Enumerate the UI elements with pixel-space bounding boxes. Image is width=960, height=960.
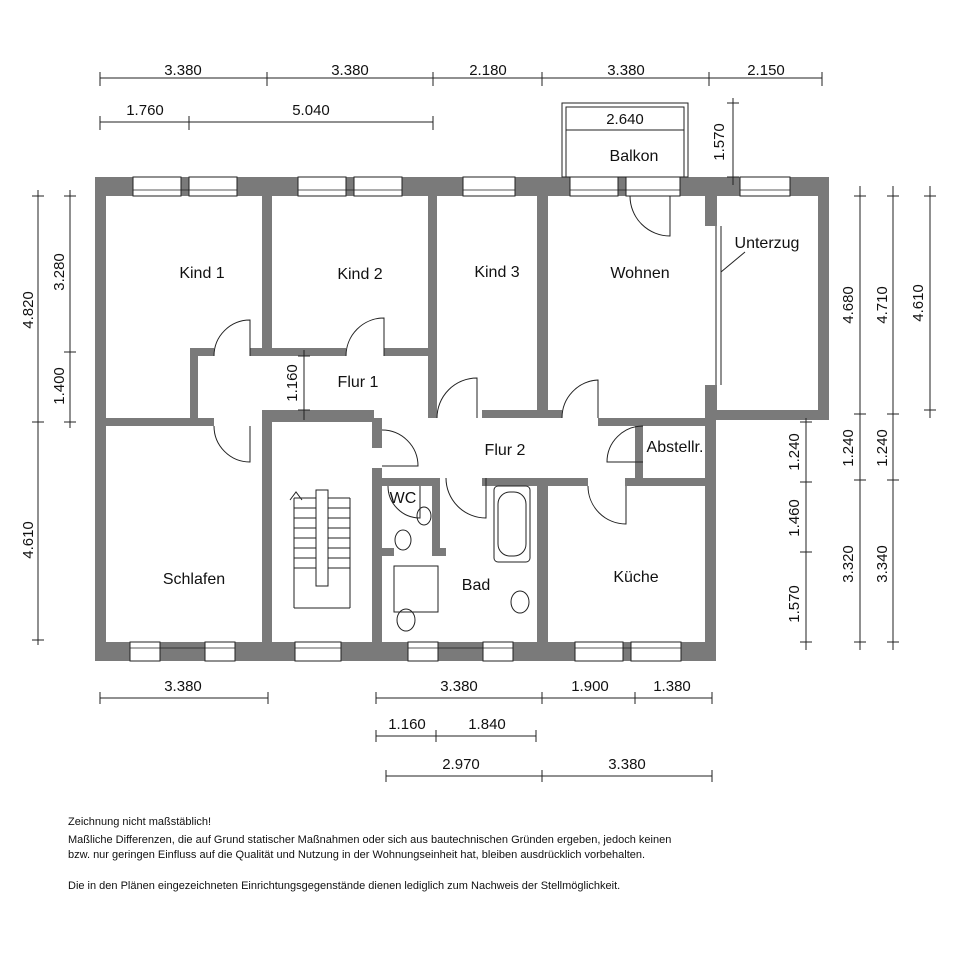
dim-left-a: 4.820 [20,291,37,329]
dim-right-a3: 4.610 [910,284,927,322]
dim-right-a2: 4.710 [874,286,891,324]
room-label-flur2: Flur 2 [485,442,526,459]
room-label-flur1: Flur 1 [338,374,379,391]
floor-plan: Kind 1 Kind 2 Kind 3 Wohnen Unterzug Bal… [20,62,936,782]
doors [213,195,671,525]
dim-right-c1: 1.460 [786,499,803,537]
dim-balkon-depth: 1.570 [711,123,728,161]
room-labels: Kind 1 Kind 2 Kind 3 Wohnen Unterzug Bal… [163,148,800,594]
note-dimension-disclaimer-1: Maßliche Differenzen, die auf Grund stat… [68,834,672,846]
dim-top-4: 3.380 [607,62,645,79]
room-label-balkon: Balkon [610,148,659,165]
room-label-kueche: Küche [613,569,658,586]
dim-bottom-2: 3.380 [440,678,478,695]
dim-right-c3: 3.320 [840,545,857,583]
room-label-wohnen: Wohnen [610,265,669,282]
dim-balkon-width: 2.640 [606,111,644,128]
walls [95,177,829,661]
dim-bottom-1: 3.380 [164,678,202,695]
room-label-kind3: Kind 3 [474,264,519,281]
dim-left-d: 4.610 [20,521,37,559]
dim-right-b2: 1.240 [840,429,857,467]
dim-left-c: 1.400 [51,367,68,405]
room-label-abstellr: Abstellr. [647,439,704,456]
note-furniture-disclaimer: Die in den Plänen eingezeichneten Einric… [68,880,621,892]
staircase [289,489,351,609]
room-label-schlafen: Schlafen [163,571,225,588]
room-label-bad: Bad [462,577,490,594]
room-label-wc: WC [390,490,417,507]
dim-right-b3: 1.240 [874,429,891,467]
dim-top2-2: 5.040 [292,102,330,119]
unterzug-beam [715,226,746,385]
dim-top-2: 3.380 [331,62,369,79]
dim-right-c4: 3.340 [874,545,891,583]
dimension-labels: 3.380 3.380 2.180 3.380 2.150 1.760 5.04… [20,62,927,773]
dim-right-a1: 4.680 [840,286,857,324]
dim-top-3: 2.180 [469,62,507,79]
dim-right-b1: 1.240 [786,433,803,471]
dim-bottom-3: 1.900 [571,678,609,695]
dim-bottom3-1: 2.970 [442,756,480,773]
dim-top-1: 3.380 [164,62,202,79]
dim-flur1-depth: 1.160 [284,364,301,402]
dim-bottom2-1: 1.160 [388,716,426,733]
dimension-lines [32,72,936,782]
window-glass-lines [130,189,790,649]
dim-bottom2-2: 1.840 [468,716,506,733]
dim-bottom3-2: 3.380 [608,756,646,773]
room-label-kind2: Kind 2 [337,266,382,283]
room-label-kind1: Kind 1 [179,265,224,282]
dim-top2-1: 1.760 [126,102,164,119]
note-dimension-disclaimer-2: bzw. nur geringen Einfluss auf die Quali… [68,849,646,861]
room-label-unterzug: Unterzug [735,235,800,252]
dim-left-b: 3.280 [51,253,68,291]
dim-top-5: 2.150 [747,62,785,79]
dim-bottom-4: 1.380 [653,678,691,695]
bathroom-fixtures [393,485,531,632]
balcony [561,102,689,178]
note-not-to-scale: Zeichnung nicht maßstäblich! [68,816,212,828]
dim-right-c2: 1.570 [786,585,803,623]
windows [129,176,791,662]
